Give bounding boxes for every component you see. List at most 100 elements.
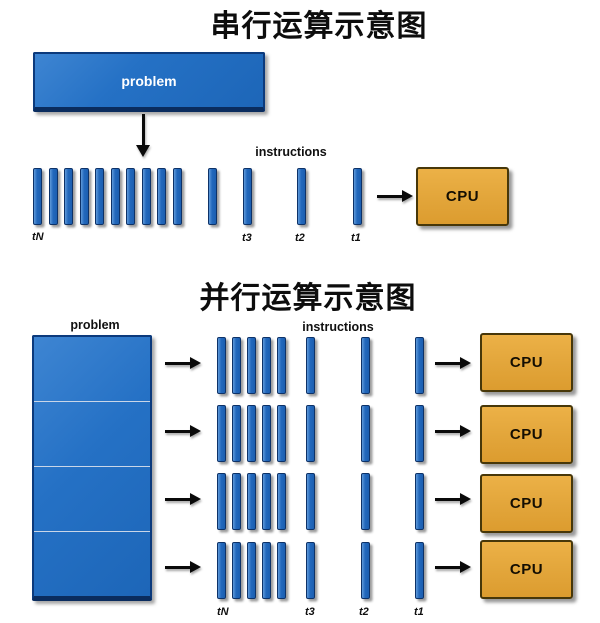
instruction-bar	[306, 405, 315, 462]
instruction-bar	[297, 168, 306, 225]
instruction-bar	[415, 405, 424, 462]
serial-down-arrow-icon	[136, 114, 150, 157]
serial-bar-group	[33, 168, 182, 225]
instruction-bar	[141, 168, 151, 225]
instruction-bar	[232, 405, 241, 462]
arrow-head	[190, 357, 201, 369]
instruction-bar	[415, 542, 424, 599]
parallel-time-label-t3: t3	[305, 606, 315, 618]
instruction-bar	[79, 168, 89, 225]
arrow-shaft	[377, 194, 402, 198]
instruction-bar	[217, 473, 226, 530]
instruction-bar	[95, 168, 104, 225]
problem-segment	[34, 401, 150, 466]
instruction-bar	[208, 168, 217, 225]
arrow-shaft	[435, 429, 460, 433]
arrow-shaft	[165, 361, 190, 365]
parallel-cpu-label: CPU	[509, 426, 544, 443]
arrow-shaft	[435, 565, 460, 569]
instruction-bar	[48, 168, 58, 225]
cpu-arrow-icon	[435, 357, 471, 369]
instruction-bar	[262, 473, 271, 530]
arrow-head	[460, 561, 471, 573]
parallel-time-label-t1: t1	[414, 606, 424, 618]
instruction-bar	[157, 168, 166, 225]
parallel-bar-group	[217, 542, 286, 599]
parallel-cpu-label: CPU	[509, 561, 544, 578]
instruction-bar	[217, 337, 226, 394]
instruction-bar	[277, 337, 286, 394]
arrow-shaft	[435, 361, 460, 365]
problem-segment	[34, 466, 150, 531]
instruction-bar	[232, 542, 241, 599]
split-arrow-icon	[165, 561, 201, 573]
cpu-arrow-icon	[435, 561, 471, 573]
instruction-bar	[247, 542, 256, 599]
serial-instructions-label: instructions	[255, 145, 327, 159]
serial-right-arrow-icon	[377, 190, 413, 202]
instruction-bar	[415, 473, 424, 530]
instruction-bar	[217, 542, 226, 599]
arrow-head	[136, 145, 150, 157]
instruction-bar	[361, 473, 370, 530]
arrow-shaft	[165, 497, 190, 501]
instruction-bar	[277, 405, 286, 462]
instruction-bar	[247, 337, 256, 394]
instruction-bar	[247, 473, 256, 530]
instruction-bar	[110, 168, 120, 225]
parallel-cpu-box: CPU	[480, 540, 573, 599]
instruction-bar	[126, 168, 135, 225]
instruction-bar	[415, 337, 424, 394]
instruction-bar	[64, 168, 73, 225]
serial-diagram-title: 串行运算示意图	[210, 9, 428, 44]
parallel-time-label-t2: t2	[359, 606, 369, 618]
arrow-shaft	[165, 429, 190, 433]
instruction-bar	[361, 337, 370, 394]
serial-problem-box: problem	[33, 52, 265, 112]
parallel-cpu-box: CPU	[480, 333, 573, 392]
problem-segment	[34, 337, 150, 401]
instruction-bar	[277, 473, 286, 530]
cpu-arrow-icon	[435, 493, 471, 505]
instruction-bar	[232, 473, 241, 530]
parallel-cpu-label: CPU	[509, 495, 544, 512]
problem-segment	[34, 531, 150, 596]
arrow-shaft	[165, 565, 190, 569]
instruction-bar	[361, 405, 370, 462]
serial-time-label-tN: tN	[32, 231, 44, 243]
arrow-head	[190, 425, 201, 437]
parallel-bar-group	[217, 473, 286, 530]
arrow-head	[402, 190, 413, 202]
instruction-bar	[277, 542, 286, 599]
parallel-cpu-label: CPU	[509, 354, 544, 371]
serial-cpu-box: CPU	[416, 167, 509, 226]
split-arrow-icon	[165, 493, 201, 505]
parallel-diagram-title: 并行运算示意图	[199, 281, 417, 316]
parallel-instructions-label: instructions	[302, 320, 374, 334]
cpu-arrow-icon	[435, 425, 471, 437]
instruction-bar	[353, 168, 362, 225]
instruction-bar	[262, 542, 271, 599]
parallel-bar-group	[217, 337, 286, 394]
serial-time-label-t3: t3	[242, 232, 252, 244]
parallel-bar-group	[217, 405, 286, 462]
arrow-head	[460, 357, 471, 369]
instruction-bar	[243, 168, 252, 225]
arrow-head	[460, 425, 471, 437]
arrow-head	[190, 493, 201, 505]
instruction-bar	[262, 337, 271, 394]
instruction-bar	[33, 168, 42, 225]
serial-cpu-label: CPU	[445, 188, 480, 205]
instruction-bar	[247, 405, 256, 462]
instruction-bar	[232, 337, 241, 394]
serial-time-label-t2: t2	[295, 232, 305, 244]
parallel-time-label-tN: tN	[217, 606, 229, 618]
parallel-cpu-box: CPU	[480, 405, 573, 464]
serial-problem-label: problem	[121, 72, 177, 89]
parallel-problem-box	[32, 335, 152, 601]
serial-time-label-t1: t1	[351, 232, 361, 244]
instruction-bar	[217, 405, 226, 462]
arrow-head	[460, 493, 471, 505]
arrow-shaft	[435, 497, 460, 501]
